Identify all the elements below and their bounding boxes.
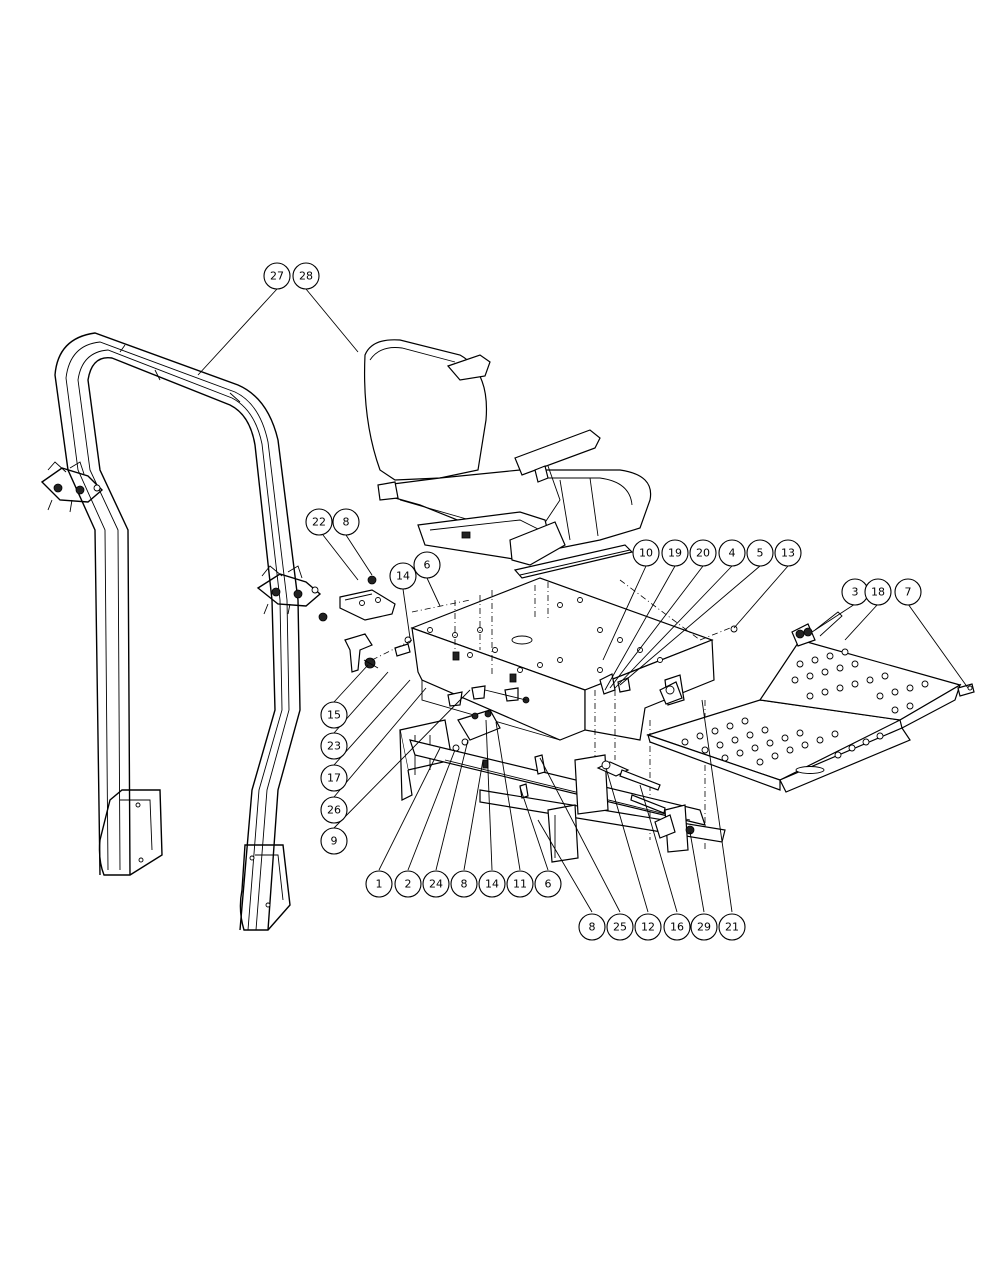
callout-14: 14 — [389, 562, 417, 590]
leader-lines — [197, 288, 969, 913]
callout-7: 7 — [894, 578, 922, 606]
svg-text:14: 14 — [396, 570, 410, 583]
svg-text:1: 1 — [376, 878, 383, 891]
callout-6: 6 — [413, 551, 441, 579]
callout-25: 25 — [606, 913, 634, 941]
svg-text:27: 27 — [270, 270, 284, 283]
callout-9: 9 — [320, 827, 348, 855]
roll-bar-pivot-right — [256, 565, 322, 615]
callout-20: 20 — [689, 539, 717, 567]
svg-text:20: 20 — [696, 547, 710, 560]
callout-24: 24 — [422, 870, 450, 898]
svg-text:18: 18 — [871, 586, 885, 599]
callout-17: 17 — [320, 764, 348, 792]
callout-8: 8 — [332, 508, 360, 536]
svg-text:26: 26 — [327, 804, 341, 817]
callout-21: 21 — [718, 913, 746, 941]
svg-text:8: 8 — [461, 878, 468, 891]
svg-text:7: 7 — [905, 586, 912, 599]
svg-text:4: 4 — [729, 547, 736, 560]
callout-10: 10 — [632, 539, 660, 567]
callout-29: 29 — [690, 913, 718, 941]
svg-text:6: 6 — [545, 878, 552, 891]
svg-text:3: 3 — [852, 586, 859, 599]
svg-text:29: 29 — [697, 921, 711, 934]
callout-1: 1 — [365, 870, 393, 898]
callout-4: 4 — [718, 539, 746, 567]
svg-text:11: 11 — [513, 878, 527, 891]
callout-12: 12 — [634, 913, 662, 941]
callout-6b: 6 — [534, 870, 562, 898]
svg-text:9: 9 — [331, 835, 338, 848]
svg-text:14: 14 — [485, 878, 499, 891]
svg-text:19: 19 — [668, 547, 682, 560]
svg-text:6: 6 — [424, 559, 431, 572]
foot-plate — [646, 611, 975, 793]
svg-text:15: 15 — [327, 709, 341, 722]
sub-frame — [399, 625, 738, 863]
callout-26: 26 — [320, 796, 348, 824]
callout-19: 19 — [661, 539, 689, 567]
svg-text:8: 8 — [343, 516, 350, 529]
svg-text:25: 25 — [613, 921, 627, 934]
callout-16: 16 — [663, 913, 691, 941]
callout-13: 13 — [774, 539, 802, 567]
svg-text:24: 24 — [429, 878, 443, 891]
svg-text:22: 22 — [312, 516, 326, 529]
callout-8b: 8 — [450, 870, 478, 898]
svg-text:23: 23 — [327, 740, 341, 753]
svg-text:5: 5 — [757, 547, 764, 560]
seat-platform — [410, 577, 731, 850]
svg-text:13: 13 — [781, 547, 795, 560]
svg-text:16: 16 — [670, 921, 684, 934]
roll-bar-pivot-left — [40, 461, 104, 513]
svg-text:28: 28 — [299, 270, 313, 283]
latch-bracket — [318, 575, 413, 673]
svg-text:10: 10 — [639, 547, 653, 560]
callout-15: 15 — [320, 701, 348, 729]
callout-23: 23 — [320, 732, 348, 760]
callout-22: 22 — [305, 508, 333, 536]
callout-8c: 8 — [578, 913, 606, 941]
callout-2: 2 — [394, 870, 422, 898]
callout-18: 18 — [864, 578, 892, 606]
callout-27: 27 — [263, 262, 291, 290]
callout-11: 11 — [506, 870, 534, 898]
seat — [364, 339, 652, 579]
roll-bar — [40, 332, 322, 931]
foot-plate-holes — [681, 648, 929, 766]
svg-text:8: 8 — [589, 921, 596, 934]
callout-14b: 14 — [478, 870, 506, 898]
svg-text:2: 2 — [405, 878, 412, 891]
svg-text:17: 17 — [327, 772, 341, 785]
callout-3: 3 — [841, 578, 869, 606]
callout-5: 5 — [746, 539, 774, 567]
svg-text:21: 21 — [725, 921, 739, 934]
callout-28: 28 — [292, 262, 320, 290]
svg-text:12: 12 — [641, 921, 655, 934]
